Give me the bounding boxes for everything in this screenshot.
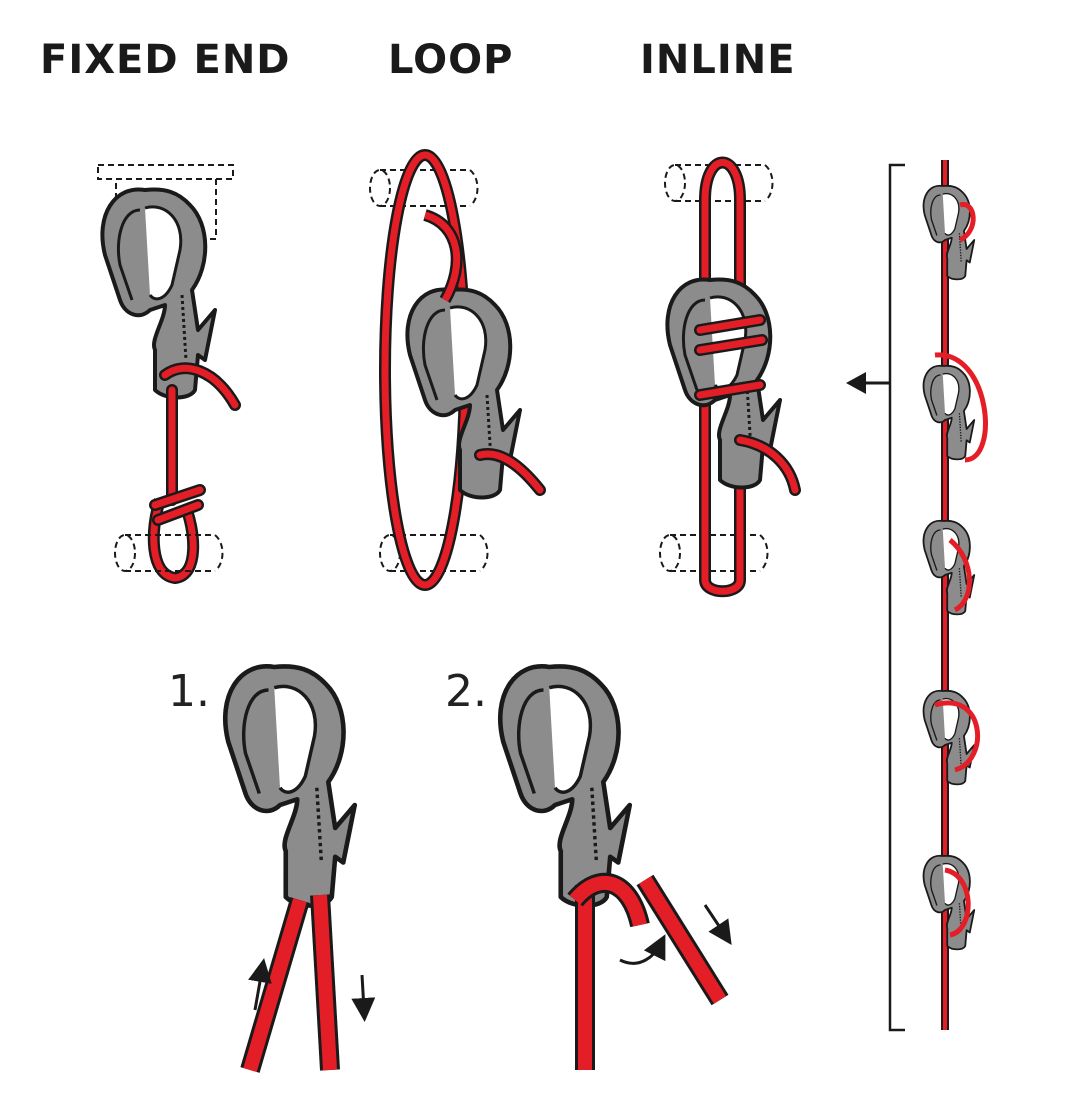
loop-hook xyxy=(405,287,522,500)
loop-top-post xyxy=(369,169,479,207)
heading-inline: INLINE xyxy=(640,37,796,83)
step-1-hook xyxy=(225,666,354,905)
step-1-diagram xyxy=(225,666,376,1073)
step-2-hook xyxy=(500,666,629,905)
step-2-curved-arrow xyxy=(619,934,666,965)
step-1-down-arrow xyxy=(351,974,376,1022)
side-hook-2 xyxy=(922,364,976,461)
fixed-end-cord xyxy=(147,362,241,585)
inline-cord xyxy=(701,159,744,595)
heading-loop: LOOP xyxy=(388,37,514,83)
side-bracket xyxy=(888,163,905,1032)
step-1-up-arrow xyxy=(248,958,272,1011)
step-2-label: 2. xyxy=(445,666,487,717)
inline-top-post xyxy=(664,164,774,202)
fixed-end-bottom-post xyxy=(114,534,224,572)
fixed-end-diagram xyxy=(97,164,241,585)
loop-diagram xyxy=(369,149,546,591)
heading-fixed-end: FIXED END xyxy=(40,37,291,83)
inline-bottom-post xyxy=(659,534,769,572)
step-2-diagram xyxy=(500,666,732,1070)
inline-diagram xyxy=(659,156,801,598)
side-sequence xyxy=(846,160,988,1032)
step-2-down-arrow xyxy=(703,904,732,945)
step-1-label: 1. xyxy=(168,666,210,717)
